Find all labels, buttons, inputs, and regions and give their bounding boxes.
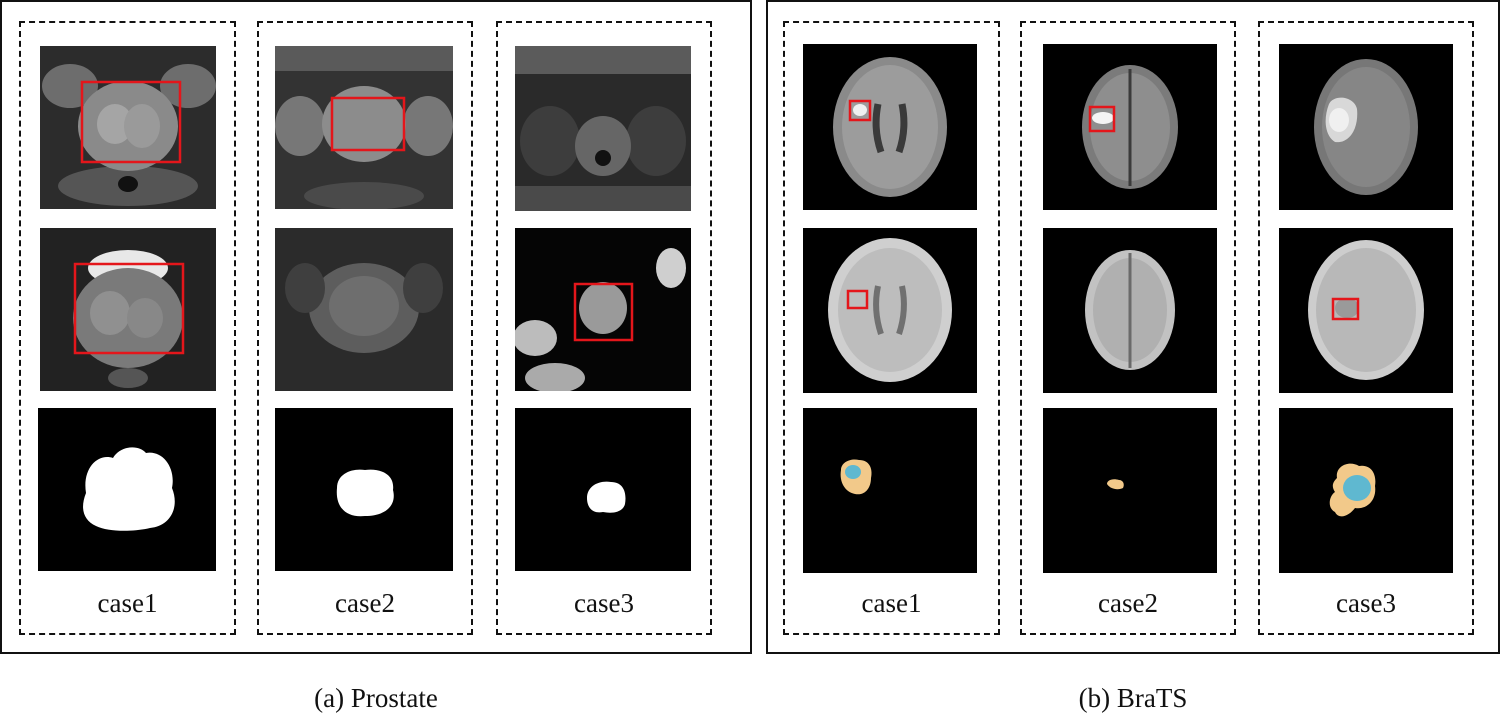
prostate-case3-adc-image (515, 228, 691, 391)
prostate-case1-column: case1 (19, 21, 236, 635)
prostate-case2-mask (275, 408, 453, 571)
brats-panel: case1 (766, 0, 1500, 654)
brats-case1-t1-image (803, 228, 977, 393)
prostate-case2-adc-image (275, 228, 453, 391)
prostate-case2-column: case2 (257, 21, 473, 635)
prostate-panel: case1 (0, 0, 752, 654)
prostate-case2-label: case2 (335, 588, 395, 618)
brats-case1-column: case1 (783, 21, 1000, 635)
brats-caption: (b) BraTS (1078, 683, 1188, 713)
prostate-case1-t2-image (40, 46, 216, 209)
prostate-case3-t2-image (515, 46, 691, 211)
brats-case1-flair-image (803, 44, 977, 210)
prostate-case3-mask (515, 408, 691, 571)
brats-case2-label: case2 (1098, 588, 1158, 618)
prostate-case1-adc-image (40, 228, 216, 391)
prostate-case2-t2-image (275, 46, 453, 209)
brats-case3-label: case3 (1336, 588, 1396, 618)
brats-case3-flair-image (1279, 44, 1453, 210)
brats-case3-column: case3 (1258, 21, 1474, 635)
brats-case2-flair-image (1043, 44, 1217, 210)
brats-case1-label: case1 (861, 588, 922, 618)
brats-case2-column: case2 (1020, 21, 1236, 635)
prostate-case1-label: case1 (97, 588, 158, 618)
prostate-case3-label: case3 (574, 588, 634, 618)
brats-case1-label-map (803, 408, 977, 573)
brats-case3-t1-image (1279, 228, 1453, 393)
prostate-caption: (a) Prostate (314, 683, 438, 713)
prostate-case3-column: case3 (496, 21, 712, 635)
brats-case2-label-map (1043, 408, 1217, 573)
brats-case3-label-map (1279, 408, 1453, 573)
prostate-case1-mask (38, 408, 216, 571)
brats-case2-t1-image (1043, 228, 1217, 393)
